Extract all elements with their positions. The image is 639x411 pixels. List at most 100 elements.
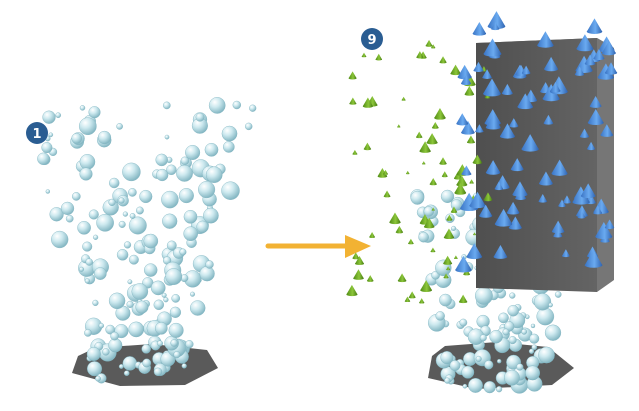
particle-sphere bbox=[178, 188, 194, 204]
particle-sphere bbox=[199, 266, 215, 282]
particle-cone-green-base bbox=[458, 300, 468, 304]
particle-sphere bbox=[65, 214, 74, 223]
particle-sphere bbox=[249, 104, 257, 112]
particle-cone-blue bbox=[558, 199, 566, 207]
particle-cone-blue-base bbox=[538, 200, 547, 203]
particle-sphere bbox=[221, 181, 240, 200]
particle-cone-green bbox=[346, 284, 358, 295]
particle-sphere bbox=[45, 189, 50, 194]
particle-sphere bbox=[474, 286, 493, 305]
particle-cone-green bbox=[352, 252, 360, 259]
particle-sphere bbox=[183, 209, 198, 224]
particle-cone-green bbox=[422, 161, 426, 164]
particle-sphere bbox=[528, 348, 535, 354]
particle-sphere bbox=[423, 206, 434, 217]
particle-cone-blue bbox=[482, 69, 492, 78]
particle-cone-blue-base bbox=[587, 147, 596, 151]
particle-cone-green bbox=[395, 225, 404, 233]
particle-cone-green-base bbox=[466, 141, 475, 144]
particle-cone-green bbox=[348, 71, 357, 79]
particle-cone-green-base bbox=[348, 77, 357, 80]
particle-cone-green-base bbox=[352, 257, 360, 260]
particle-cone-green bbox=[415, 131, 423, 138]
particle-cone-green-base bbox=[423, 225, 435, 229]
particle-cone-green-base bbox=[383, 195, 391, 198]
particle-cone-green bbox=[416, 51, 424, 58]
particle-sphere bbox=[232, 100, 242, 110]
particle-sphere bbox=[468, 377, 483, 393]
particle-cone-green-base bbox=[426, 141, 438, 145]
particle-sphere bbox=[181, 363, 187, 369]
particle-cone-green bbox=[443, 273, 449, 278]
particle-cone-green-base bbox=[484, 96, 491, 99]
particle-cone-blue-base bbox=[589, 104, 602, 108]
particle-cone-green bbox=[425, 39, 433, 46]
particle-cone-blue bbox=[521, 65, 531, 74]
particle-cone-blue-base bbox=[469, 203, 486, 209]
particle-cone-green bbox=[458, 294, 468, 302]
particle-cone-blue bbox=[508, 216, 522, 228]
particle-sphere bbox=[142, 358, 152, 368]
particle-cone-blue bbox=[538, 194, 547, 202]
particle-cone-blue bbox=[574, 66, 585, 75]
particle-cone-blue-base bbox=[584, 262, 603, 268]
particle-cone-green-base bbox=[366, 279, 374, 282]
particle-cone-green bbox=[423, 217, 435, 227]
particle-sphere bbox=[462, 383, 468, 389]
particle-cone-green-base bbox=[443, 262, 453, 265]
particle-sphere bbox=[166, 240, 177, 251]
particle-sphere bbox=[185, 340, 194, 349]
particle-cone-blue bbox=[457, 64, 472, 78]
particle-sphere bbox=[79, 167, 93, 181]
particle-cone-blue bbox=[572, 187, 590, 203]
particle-sphere bbox=[205, 260, 214, 269]
collision-box-front bbox=[476, 38, 597, 292]
particle-sphere bbox=[128, 216, 147, 235]
particle-cone-blue bbox=[550, 82, 561, 91]
particle-cone-blue bbox=[487, 11, 506, 27]
particle-sphere bbox=[95, 375, 101, 382]
particle-cone-green bbox=[366, 275, 374, 281]
particle-cone-green bbox=[375, 53, 383, 60]
particle-sphere bbox=[440, 351, 454, 365]
particle-sphere bbox=[116, 123, 123, 130]
particle-cone-blue bbox=[466, 243, 483, 257]
particle-cone-blue bbox=[456, 113, 469, 124]
particle-sphere bbox=[531, 344, 538, 351]
particle-cone-blue bbox=[544, 56, 559, 70]
particle-cone-blue-base bbox=[479, 213, 493, 218]
particle-cone-green bbox=[397, 273, 407, 281]
particle-cone-green-base bbox=[363, 148, 372, 151]
particle-cone-blue bbox=[584, 54, 596, 64]
particle-cone-green-base bbox=[454, 191, 467, 195]
particle-cone-green-base bbox=[416, 56, 424, 59]
particle-sphere bbox=[122, 211, 129, 217]
particle-sphere bbox=[88, 209, 99, 220]
particle-cone-green-base bbox=[473, 234, 477, 236]
particle-cone-blue-base bbox=[586, 29, 603, 34]
particle-cone-green bbox=[383, 190, 391, 197]
particle-sphere bbox=[548, 302, 553, 308]
transition-arrow bbox=[265, 235, 371, 258]
particle-cone-green bbox=[464, 85, 475, 95]
particle-sphere bbox=[183, 226, 198, 241]
particle-sphere bbox=[129, 213, 136, 219]
left-badge-number: 1 bbox=[32, 127, 41, 142]
particle-cone-blue-base bbox=[580, 193, 596, 199]
particle-cone-blue bbox=[580, 183, 596, 197]
particle-cone-green bbox=[450, 206, 458, 213]
particle-cone-blue-base bbox=[553, 234, 563, 238]
particle-sphere bbox=[161, 190, 179, 209]
particle-sphere bbox=[554, 291, 562, 298]
particle-sphere bbox=[155, 153, 168, 167]
particle-sphere bbox=[171, 294, 180, 303]
particle-sphere bbox=[118, 220, 126, 228]
particle-sphere bbox=[162, 213, 178, 229]
particle-cone-blue bbox=[538, 171, 553, 184]
particle-cone-blue bbox=[510, 158, 524, 170]
particle-sphere bbox=[37, 152, 50, 166]
particle-sphere bbox=[161, 292, 167, 298]
particle-sphere bbox=[529, 333, 540, 344]
particle-sphere bbox=[164, 134, 170, 140]
